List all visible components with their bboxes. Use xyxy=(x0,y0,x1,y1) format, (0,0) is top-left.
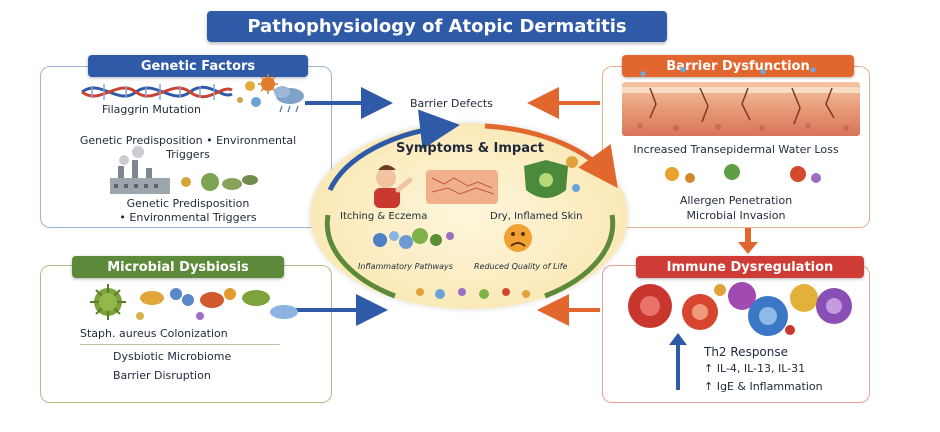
cycle-arcs xyxy=(324,109,618,299)
factory-icon xyxy=(110,146,170,194)
barrier-dysfunction-header: Barrier Dysfunction xyxy=(622,55,854,77)
barrier-defects-label: Barrier Defects xyxy=(410,97,493,110)
divider-line xyxy=(80,344,280,345)
allergen-icons-genetic xyxy=(237,74,304,113)
allergen-penetration-icons xyxy=(665,164,821,183)
inflamed-skin-icon xyxy=(426,170,498,204)
bacteria-icon xyxy=(181,173,258,191)
microbial-dysbiosis-header: Microbial Dysbiosis xyxy=(72,256,284,278)
virus-icon xyxy=(90,284,126,320)
filaggrin-mutation-label: Filaggrin Mutation xyxy=(102,103,201,116)
ige-inflammation-label: ↑ IgE & Inflammation xyxy=(704,380,823,393)
shield-icon xyxy=(524,156,580,198)
immune-dysregulation-header: Immune Dysregulation xyxy=(636,256,864,278)
symptoms-impact-title: Symptoms & Impact xyxy=(396,141,544,156)
th2-response-label: Th2 Response xyxy=(704,345,789,359)
dna-icon xyxy=(81,84,233,100)
bacteria-cluster-icon xyxy=(373,228,454,249)
genetic-line-3: Genetic Predisposition xyxy=(126,197,250,210)
genetic-line-2: Triggers xyxy=(166,148,210,161)
scratching-person-icon xyxy=(374,165,413,208)
il-cytokines-label: ↑ IL-4, IL-13, IL-31 xyxy=(704,362,806,375)
itching-eczema-label: Itching & Eczema xyxy=(340,211,428,222)
page-title: Pathophysiology of Atopic Dermatitis xyxy=(207,11,667,42)
genetic-line-1: Genetic Predisposition • Environmental xyxy=(79,134,297,147)
microbe-bottom-icons xyxy=(416,288,530,299)
allergen-penetration-label: Allergen Penetration xyxy=(679,194,793,207)
dry-inflamed-skin-label: Dry, Inflamed Skin xyxy=(490,211,583,222)
inflammatory-pathways-label: Inflammatory Pathways xyxy=(358,262,453,271)
connector-arrows xyxy=(295,87,758,390)
dysbiotic-microbiome-label: Dysbiotic Microbiome xyxy=(113,350,232,363)
staph-colonization-label: Staph. aureus Colonization xyxy=(80,327,228,340)
sad-face-icon xyxy=(504,224,532,252)
bacteria-row-icons xyxy=(136,288,298,320)
microbial-invasion-label: Microbial Invasion xyxy=(686,209,786,222)
immune-cell-icon xyxy=(628,282,852,336)
quality-of-life-label: Reduced Quality of Life xyxy=(474,262,568,271)
barrier-disruption-label: Barrier Disruption xyxy=(113,369,211,382)
skin-layer-icon xyxy=(622,67,860,136)
genetic-factors-header: Genetic Factors xyxy=(88,55,308,77)
genetic-line-4: • Environmental Triggers xyxy=(119,211,257,224)
tewl-label: Increased Transepidermal Water Loss xyxy=(633,143,839,156)
